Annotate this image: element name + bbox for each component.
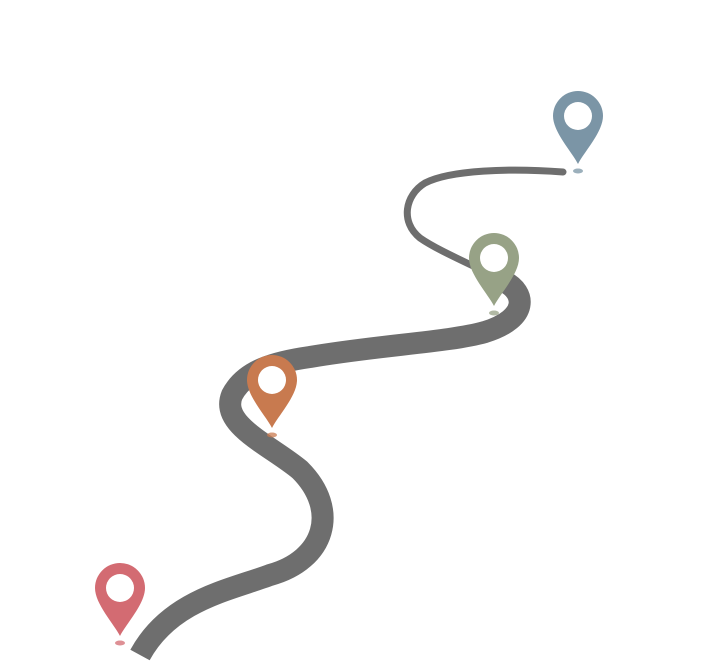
pin-hole (480, 244, 508, 272)
pin-hole (106, 574, 134, 602)
milestone-pins (94, 91, 603, 646)
pin-shadow (489, 310, 499, 316)
map-pin-icon (469, 233, 519, 316)
pin-shadow (115, 640, 125, 646)
pin-shadow (573, 168, 583, 174)
pin-hole (258, 366, 286, 394)
map-pin-icon (94, 562, 145, 646)
pin-shadow (267, 432, 277, 438)
road-segment-lower (130, 272, 531, 661)
map-pin-icon (247, 355, 297, 438)
pin-hole (564, 102, 592, 130)
road-segment-upper (403, 166, 567, 286)
map-pin-icon (553, 91, 603, 174)
